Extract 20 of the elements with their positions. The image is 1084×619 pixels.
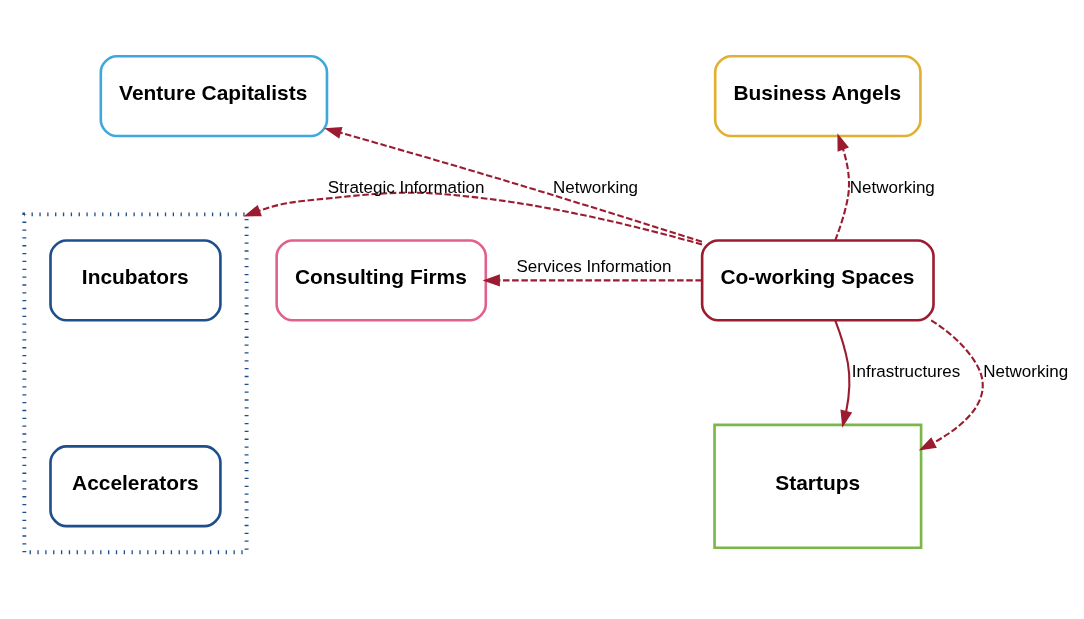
arrow [834,320,853,428]
arrow [324,127,703,243]
edge-label: Networking [553,177,639,197]
edge-label: Infrastructures [851,362,961,382]
arrow [834,133,851,241]
arrow [918,319,984,451]
node-box: Startups [713,423,923,550]
node-box: Accelerators [49,445,222,528]
node-box: Business Angels [713,54,922,138]
node-box: Incubators [49,239,222,322]
edge-label: Networking [983,362,1069,382]
node-box: Co-working Spaces [700,239,935,322]
arrow [243,191,703,246]
cluster [22,212,249,555]
node-box: Venture Capitalists [99,54,329,138]
node-box: Consulting Firms [275,239,488,322]
edge-label: Services Information [516,256,672,276]
edge-label: Networking [849,177,935,197]
arrow [482,274,702,287]
edge-label: Strategic Information [327,177,485,197]
